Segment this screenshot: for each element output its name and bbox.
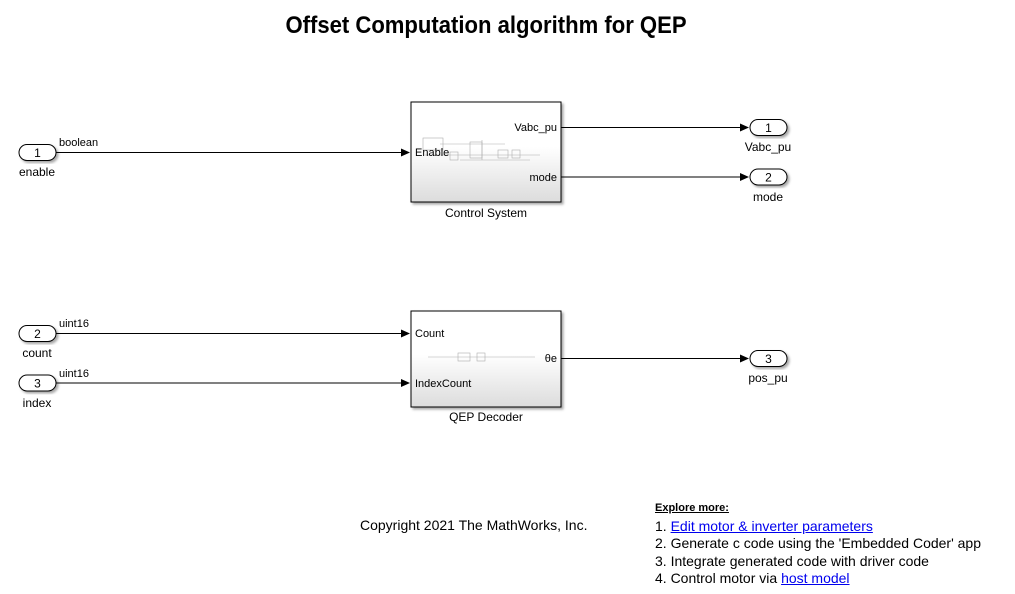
signal-vabc[interactable]: [561, 123, 749, 132]
explore-item-2: 2. Generate c code using the 'Embedded C…: [655, 535, 982, 551]
explore-more-heading: Explore more:: [655, 502, 729, 514]
control-system-port-mode: mode: [529, 172, 557, 184]
control-system-port-enable: Enable: [415, 147, 449, 159]
inport-count-number: 2: [34, 327, 41, 341]
inport-index[interactable]: 3: [18, 374, 57, 392]
outport-mode-number: 2: [765, 171, 772, 185]
outport-mode-label: mode: [753, 190, 783, 204]
signal-enable[interactable]: [56, 148, 410, 157]
control-system-label: Control System: [445, 206, 527, 220]
inport-count-label: count: [22, 346, 52, 360]
outport-vabc-number: 1: [765, 121, 772, 135]
outport-vabc-label: Vabc_pu: [745, 140, 791, 154]
explore-more-panel: Explore more: 1. Edit motor & inverter p…: [655, 500, 981, 588]
diagram-title: Offset Computation algorithm for QEP: [285, 12, 687, 39]
qep-decoder-label: QEP Decoder: [449, 410, 523, 424]
copyright-note: Copyright 2021 The MathWorks, Inc.: [360, 517, 588, 533]
qep-decoder-port-indexcount: IndexCount: [415, 378, 471, 390]
explore-item-4-prefix: 4. Control motor via: [655, 570, 782, 586]
signal-enable-type: boolean: [59, 137, 98, 149]
outport-mode[interactable]: 2: [749, 168, 788, 186]
qep-decoder-preview: [428, 352, 535, 362]
signal-index-type: uint16: [59, 368, 89, 380]
qep-decoder-port-theta: θe: [545, 353, 557, 365]
signal-index[interactable]: [56, 379, 410, 387]
outport-vabc[interactable]: 1: [749, 119, 788, 136]
outport-pos-label: pos_pu: [748, 371, 787, 385]
inport-index-label: index: [23, 396, 52, 410]
explore-item-4: 4. Control motor via host model: [655, 570, 981, 588]
control-system-block[interactable]: Enable Vabc_pu mode: [410, 101, 562, 203]
control-system-preview: [422, 137, 540, 161]
host-model-link[interactable]: host model: [781, 570, 850, 586]
inport-enable-label: enable: [19, 165, 55, 179]
qep-decoder-block[interactable]: Count IndexCount θe: [410, 310, 562, 408]
qep-decoder-port-count: Count: [415, 328, 444, 340]
outport-pos[interactable]: 3: [749, 350, 788, 367]
outport-pos-number: 3: [765, 352, 772, 366]
signal-count[interactable]: [56, 329, 410, 338]
inport-enable-number: 1: [34, 146, 41, 160]
signal-mode[interactable]: [561, 173, 749, 181]
explore-item-3: 3. Integrate generated code with driver …: [655, 552, 929, 569]
inport-index-number: 3: [34, 377, 41, 391]
explore-item-1-prefix: 1.: [655, 517, 671, 534]
edit-parameters-link[interactable]: Edit motor & inverter parameters: [670, 517, 873, 534]
inport-count[interactable]: 2: [18, 325, 57, 342]
inport-enable[interactable]: 1: [18, 144, 57, 161]
signal-count-type: uint16: [59, 318, 89, 330]
control-system-port-vabc: Vabc_pu: [514, 122, 557, 134]
explore-item-1: 1. Edit motor & inverter parameters: [655, 518, 981, 536]
signal-pos[interactable]: [561, 354, 749, 363]
